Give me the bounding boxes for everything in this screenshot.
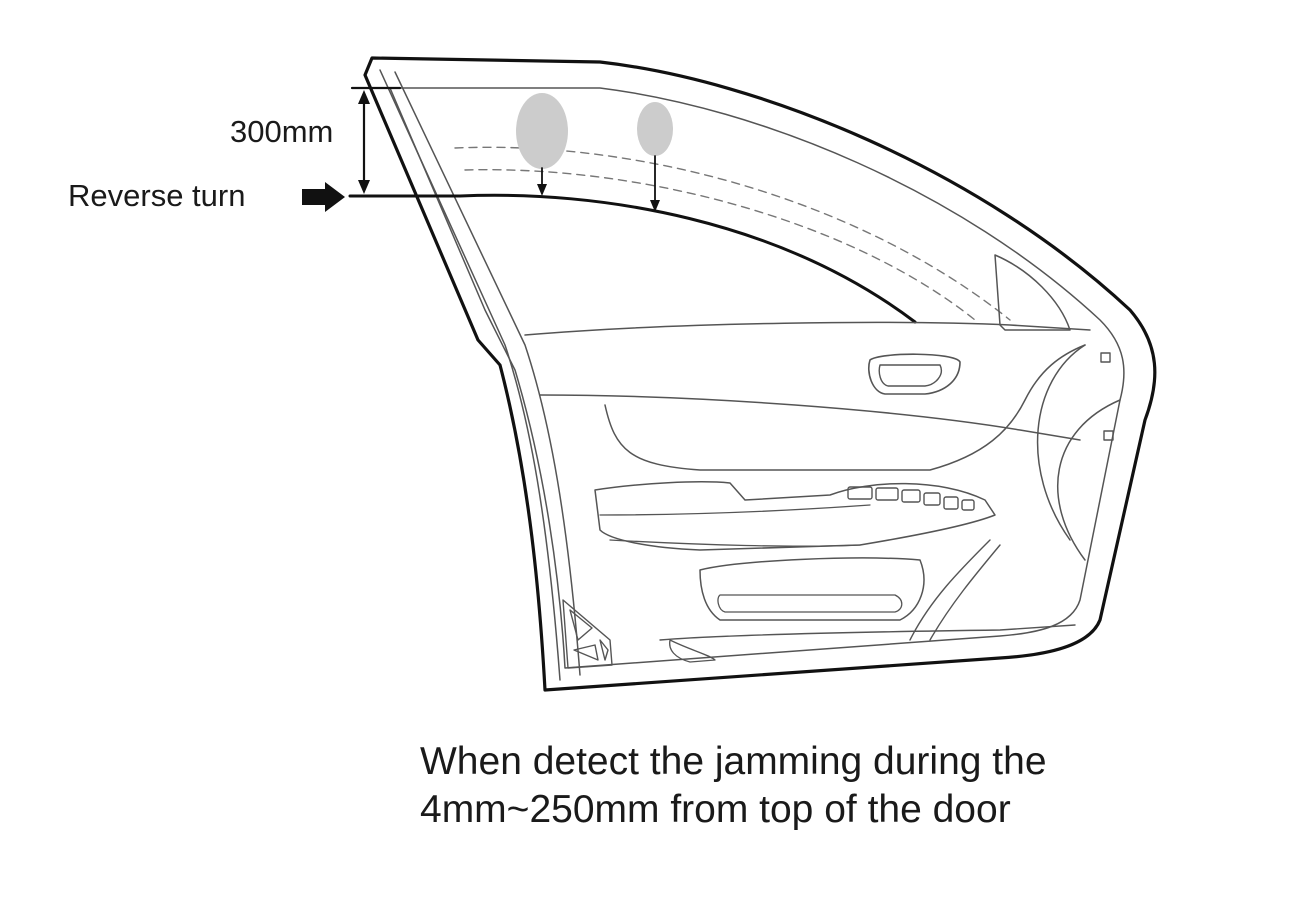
bottom-element: [669, 639, 716, 663]
caption-line-2: 4mm~250mm from top of the door: [420, 788, 1011, 831]
obstacle-large: [516, 93, 568, 169]
dimension-label: 300mm: [230, 114, 334, 149]
dimension-arrow-down: [358, 180, 370, 194]
belt-line: [524, 321, 1091, 336]
clip-lower: [1103, 430, 1114, 441]
glass-travel-dashed: [454, 146, 1011, 321]
window-glass-edge: [348, 193, 917, 324]
armrest-lower: [599, 504, 871, 547]
dimension-arrow-up: [358, 90, 370, 104]
obstacle-arrows: [541, 155, 656, 203]
armrest-upper: [604, 344, 1086, 471]
caption: When detect the jamming during the 4mm~2…: [420, 738, 1047, 834]
door-outer-outline: [363, 56, 1157, 692]
window-switches: [847, 486, 975, 511]
panel-upper-line: [539, 394, 1081, 441]
obstacle-small: [637, 102, 673, 156]
window-frame-inner: [389, 87, 1125, 669]
door-pocket-inner: [717, 594, 903, 613]
speaker-grille: [562, 599, 613, 669]
obstacle-arrow-head-large: [537, 184, 547, 196]
mirror-mount: [994, 254, 1071, 331]
obstacle-arrow-head-small: [650, 200, 660, 212]
reverse-turn-label: Reverse turn: [68, 178, 246, 213]
panel-swoop: [1036, 344, 1121, 561]
lower-swoop: [909, 539, 1001, 641]
door-pocket: [699, 557, 925, 621]
inner-door-handle: [868, 353, 961, 395]
dimension-bracket: [348, 86, 402, 198]
lower-panel-line: [659, 624, 1076, 641]
clip-upper: [1100, 352, 1111, 363]
caption-line-1: When detect the jamming during the: [420, 740, 1047, 783]
armrest-panel: [594, 481, 996, 551]
reverse-arrow: [302, 182, 345, 212]
